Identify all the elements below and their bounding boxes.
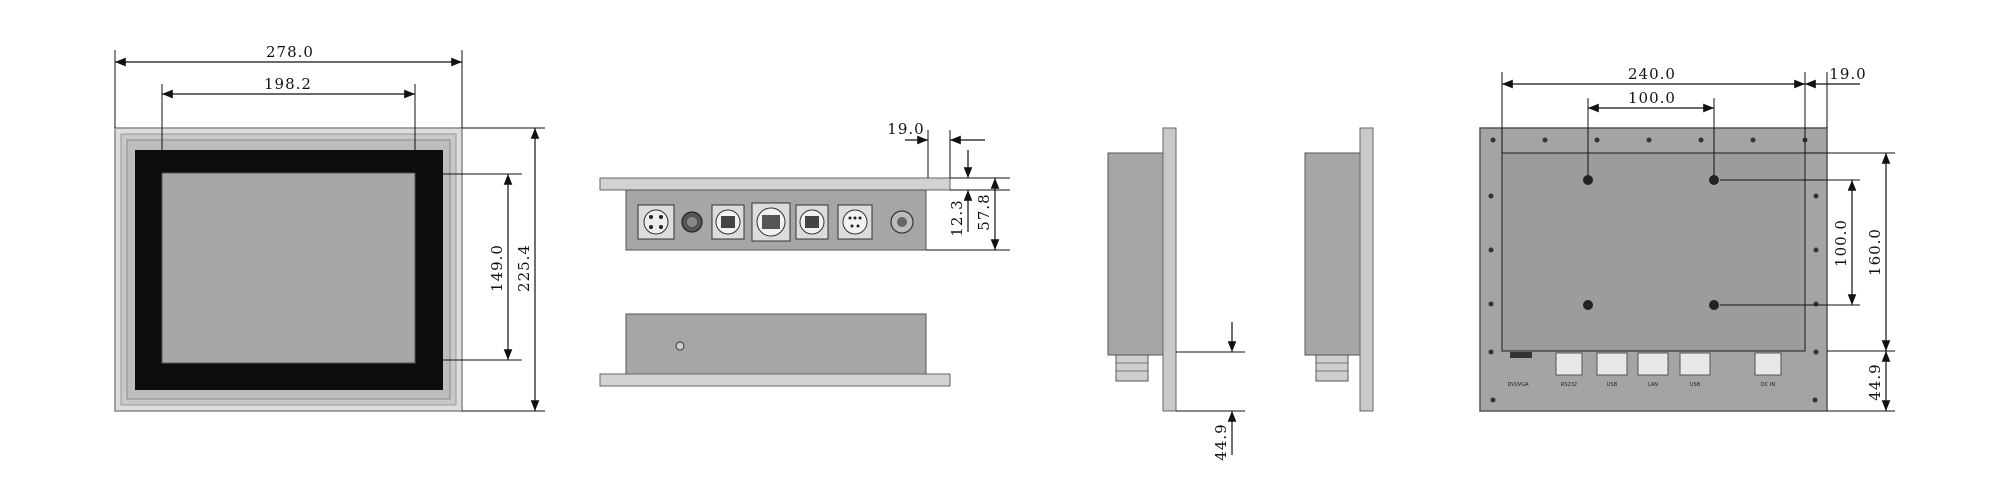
side-left-body <box>1107 152 1164 356</box>
front-width-screen-label: 198.2 <box>264 75 312 93</box>
top-body <box>625 313 927 375</box>
back-port-label-2: RS232 <box>1561 382 1577 388</box>
connector-usb-2 <box>795 204 829 240</box>
back-port-label-1: DVI/VGA <box>1507 382 1529 388</box>
bottom-body-depth-label: 57.8 <box>975 193 993 230</box>
front-height-screen-label: 149.0 <box>488 244 506 292</box>
top-front-plate <box>599 373 951 387</box>
connector-round <box>681 211 703 233</box>
back-vesa-holes <box>1583 175 1719 310</box>
back-port-label-3: USB <box>1607 382 1618 388</box>
side-view-left: 44.9 <box>1107 127 1245 461</box>
back-height-inner-label: 100.0 <box>1832 219 1850 267</box>
side-left-connector-height-label: 44.9 <box>1212 423 1230 460</box>
side-view-right <box>1304 127 1374 412</box>
front-screen-display <box>161 172 416 364</box>
front-view: 278.0 198.2 149.0 225.4 <box>114 43 545 412</box>
connector-power <box>637 204 675 240</box>
side-right-plate <box>1359 127 1374 412</box>
bottom-view-connectors: 19.0 12.3 57.8 <box>599 120 1010 251</box>
back-port-label-5: USB <box>1690 382 1701 388</box>
back-inner-panel <box>1501 152 1806 352</box>
bottom-lip-depth-label: 19.0 <box>887 120 924 138</box>
front-height-outer-label: 225.4 <box>515 244 533 292</box>
back-view: DVI/VGA RS232 USB LAN USB DC IN 240.0 10… <box>1479 65 1895 412</box>
side-left-plate <box>1162 127 1177 412</box>
side-right-connector <box>1315 354 1349 382</box>
back-hole-span-inner-label: 100.0 <box>1628 89 1676 107</box>
back-port-label-4: LAN <box>1648 382 1658 388</box>
front-width-outer-label: 278.0 <box>266 43 314 61</box>
top-view <box>599 313 951 387</box>
connector-usb-1 <box>711 204 745 240</box>
back-ports <box>1510 352 1782 376</box>
bottom-panel-thickness-label: 12.3 <box>948 199 966 236</box>
back-connector-height-label: 44.9 <box>1866 363 1884 400</box>
back-edge-offset-label: 19.0 <box>1829 65 1866 83</box>
side-right-body <box>1304 152 1361 356</box>
side-left-connector <box>1115 354 1149 382</box>
connector-serial <box>837 204 873 240</box>
back-perimeter-screws <box>1488 137 1819 403</box>
back-height-outer-label: 160.0 <box>1866 228 1884 276</box>
back-hole-span-outer-label: 240.0 <box>1628 65 1676 83</box>
back-port-label-6: DC IN <box>1761 382 1775 388</box>
bottom-front-plate <box>599 177 951 191</box>
top-screw <box>675 341 685 351</box>
connector-dc <box>890 210 914 234</box>
back-port-labels: DVI/VGA RS232 USB LAN USB DC IN <box>1507 382 1775 388</box>
connector-lan <box>751 202 791 242</box>
